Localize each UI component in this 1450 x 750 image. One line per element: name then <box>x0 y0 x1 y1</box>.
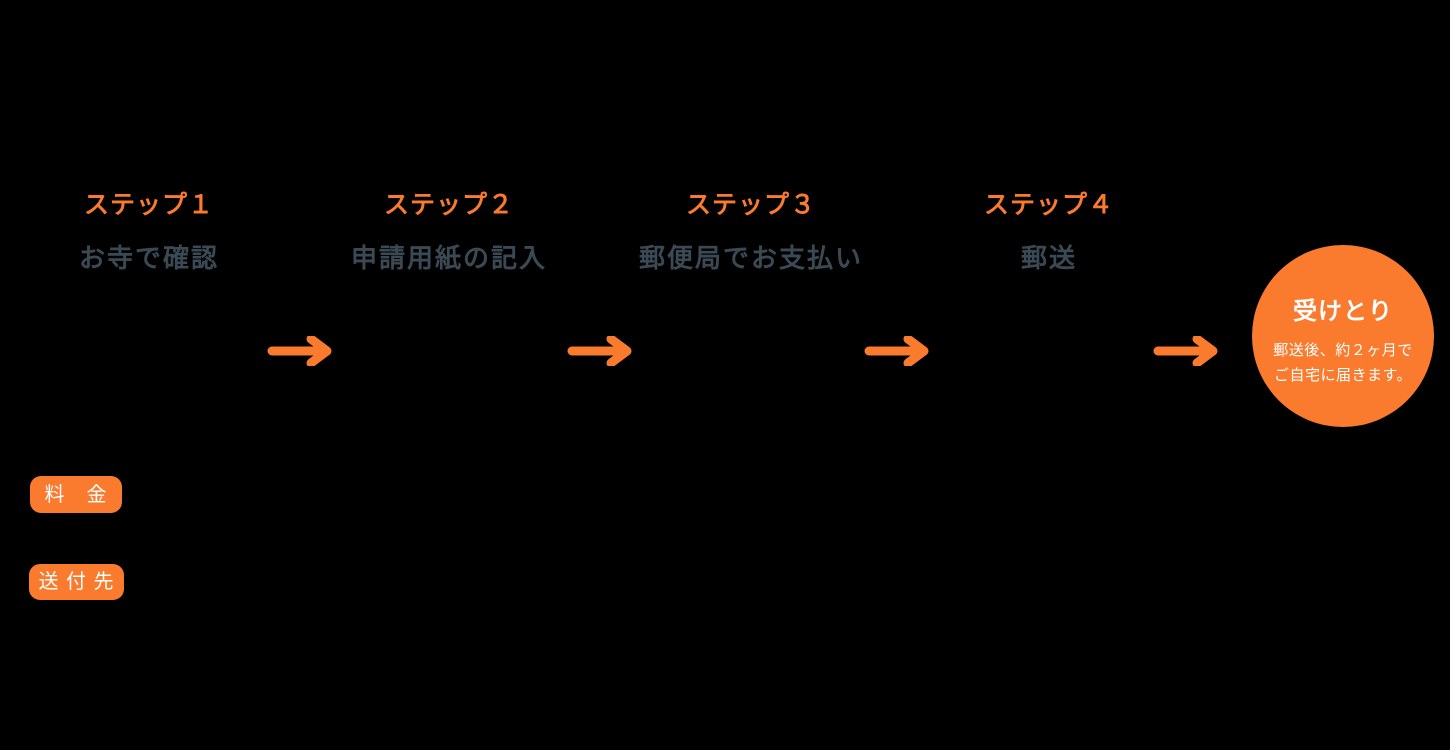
step-4-label: ステップ４ <box>983 191 1114 219</box>
step-3: ステップ３ 郵便局でお支払い <box>581 191 921 273</box>
step-4: ステップ４ 郵送 <box>879 191 1219 273</box>
step-1-title: お寺で確認 <box>78 243 219 273</box>
step-1-label: ステップ１ <box>83 191 214 219</box>
right-arrow-icon <box>864 336 929 366</box>
right-arrow-icon <box>1153 336 1218 366</box>
address-section-badge: 送 付 先 <box>29 564 124 600</box>
goal-title: 受けとり <box>1293 298 1393 325</box>
right-arrow-icon <box>267 336 332 366</box>
goal-description-line-2: ご自宅に届きます。 <box>1273 367 1412 384</box>
goal-receive-circle: 受けとり 郵送後、約２ヶ月で ご自宅に届きます。 <box>1252 245 1434 427</box>
goal-description: 郵送後、約２ヶ月で ご自宅に届きます。 <box>1273 338 1413 388</box>
step-4-title: 郵送 <box>1020 243 1077 273</box>
step-3-title: 郵便局でお支払い <box>638 243 863 273</box>
step-3-label: ステップ３ <box>685 191 816 219</box>
step-2-title: 申請用紙の記入 <box>350 243 547 273</box>
step-2: ステップ２ 申請用紙の記入 <box>279 191 619 273</box>
step-2-label: ステップ２ <box>383 191 514 219</box>
right-arrow-icon <box>567 336 632 366</box>
address-badge-label: 送 付 先 <box>38 571 115 593</box>
step-1: ステップ１ お寺で確認 <box>0 191 319 273</box>
fee-section-badge: 料 金 <box>30 476 122 513</box>
goal-description-line-1: 郵送後、約２ヶ月で <box>1273 342 1413 359</box>
fee-badge-label: 料 金 <box>44 483 108 506</box>
